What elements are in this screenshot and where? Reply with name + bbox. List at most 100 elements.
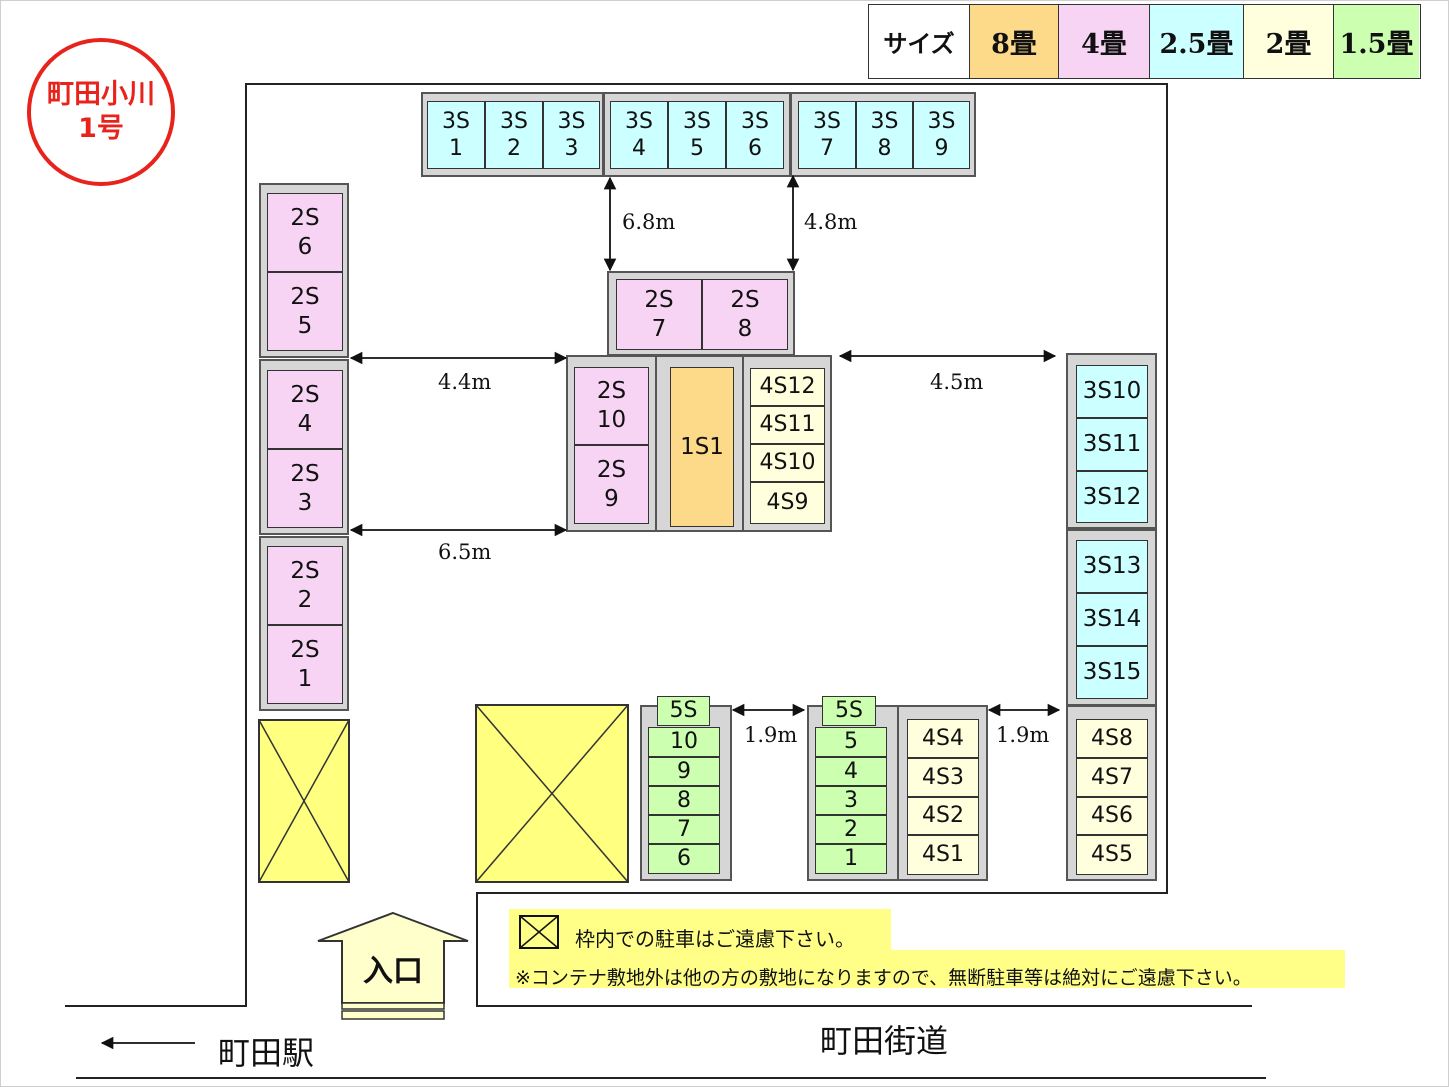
unit-5s9[interactable]: 9	[648, 757, 720, 786]
size-legend: サイズ 8畳 4畳 2.5畳 2畳 1.5畳	[868, 4, 1421, 79]
street-label: 町田街道	[820, 1022, 949, 1060]
boundary-left	[245, 83, 247, 1005]
unit-4s2[interactable]: 4S2	[907, 797, 979, 835]
unit-4s3[interactable]: 4S3	[907, 758, 979, 797]
unit-3s10[interactable]: 3S10	[1076, 365, 1148, 418]
unit-4s6[interactable]: 4S6	[1076, 797, 1148, 835]
unit-5s5[interactable]: 5	[815, 727, 887, 757]
unit-5s6[interactable]: 6	[648, 844, 720, 874]
entrance-label: 入口	[363, 954, 423, 989]
dim-label-1-9m-b: 1.9m	[996, 723, 1050, 747]
dim-label-6-8m: 6.8m	[622, 210, 676, 234]
unit-4s12[interactable]: 4S12	[750, 368, 825, 406]
unit-group-center-right: 4S12 4S11 4S10 4S9	[742, 355, 832, 532]
boundary-top	[245, 83, 1168, 85]
legend-2jo: 2畳	[1243, 5, 1333, 78]
legend-1-5jo: 1.5畳	[1333, 5, 1419, 78]
road-line-lower	[76, 1077, 1266, 1079]
site-badge: 町田小川 1号	[27, 38, 175, 186]
unit-group-bottom-a: 10 9 8 7 6	[640, 705, 732, 881]
unit-4s8[interactable]: 4S8	[1076, 719, 1148, 758]
unit-group-bottom-b-label: 5S	[822, 696, 876, 726]
notice-off-site: ※コンテナ敷地外は他の方の敷地になりますので、無断駐車等は絶対にご遠慮下さい。	[509, 950, 1345, 989]
unit-group-right-middle: 3S13 3S14 3S15	[1066, 529, 1157, 706]
site-badge-name: 町田小川	[47, 79, 155, 111]
unit-5s4[interactable]: 4	[815, 757, 887, 786]
legend-8jo: 8畳	[969, 5, 1058, 78]
unit-group-right-upper: 3S10 3S11 3S12	[1066, 353, 1157, 529]
unit-3s14[interactable]: 3S14	[1076, 593, 1148, 646]
notice-no-parking: 枠内での駐車はご遠慮下さい。	[509, 909, 891, 954]
entrance-arrow-icon	[317, 911, 469, 1020]
legend-header: サイズ	[869, 5, 969, 78]
notice-line2: ※コンテナ敷地外は他の方の敷地になりますので、無断駐車等は絶対にご遠慮下さい。	[515, 966, 1252, 989]
unit-4s9[interactable]: 4S9	[750, 482, 825, 524]
dim-label-4-5m: 4.5m	[930, 370, 984, 394]
unit-group-bottom-c: 4S4 4S3 4S2 4S1	[897, 705, 988, 881]
legend-4jo: 4畳	[1058, 5, 1149, 78]
unit-group-bottom-a-label: 5S	[657, 696, 710, 726]
unit-group-right-lower: 4S8 4S7 4S6 4S5	[1066, 705, 1157, 881]
unit-3s15[interactable]: 3S15	[1076, 646, 1148, 699]
notice-line1: 枠内での駐車はご遠慮下さい。	[575, 927, 855, 951]
road-line-upper-right	[476, 1005, 1252, 1007]
legend-2-5jo: 2.5畳	[1149, 5, 1243, 78]
unit-5s8[interactable]: 8	[648, 786, 720, 815]
unit-4s4[interactable]: 4S4	[907, 719, 979, 758]
station-label: 町田駅	[218, 1034, 315, 1072]
unit-5s10[interactable]: 10	[648, 727, 720, 757]
dim-label-4-8m: 4.8m	[804, 210, 858, 234]
dim-label-6-5m: 6.5m	[438, 540, 492, 564]
no-parking-mark-icon	[519, 914, 559, 949]
unit-4s5[interactable]: 4S5	[1076, 835, 1148, 875]
boundary-inner-left	[476, 892, 478, 1006]
unit-group-bottom-b: 5 4 3 2 1	[807, 705, 899, 881]
unit-4s7[interactable]: 4S7	[1076, 758, 1148, 797]
dim-label-1-9m-a: 1.9m	[744, 723, 798, 747]
unit-4s11[interactable]: 4S11	[750, 406, 825, 444]
unit-4s1[interactable]: 4S1	[907, 835, 979, 875]
unit-3s11[interactable]: 3S11	[1076, 418, 1148, 471]
no-parking-zone-left	[258, 719, 350, 883]
road-line-upper	[65, 1005, 247, 1007]
no-parking-zone-center	[475, 704, 629, 883]
unit-3s12[interactable]: 3S12	[1076, 471, 1148, 523]
unit-5s2[interactable]: 2	[815, 815, 887, 844]
unit-5s3[interactable]: 3	[815, 786, 887, 815]
boundary-right	[1166, 83, 1168, 893]
unit-1s1[interactable]: 1S1	[670, 367, 734, 527]
site-badge-number: 1号	[78, 113, 124, 144]
unit-5s7[interactable]: 7	[648, 815, 720, 844]
unit-5s1[interactable]: 1	[815, 844, 887, 874]
unit-3s13[interactable]: 3S13	[1076, 540, 1148, 593]
unit-4s10[interactable]: 4S10	[750, 444, 825, 482]
